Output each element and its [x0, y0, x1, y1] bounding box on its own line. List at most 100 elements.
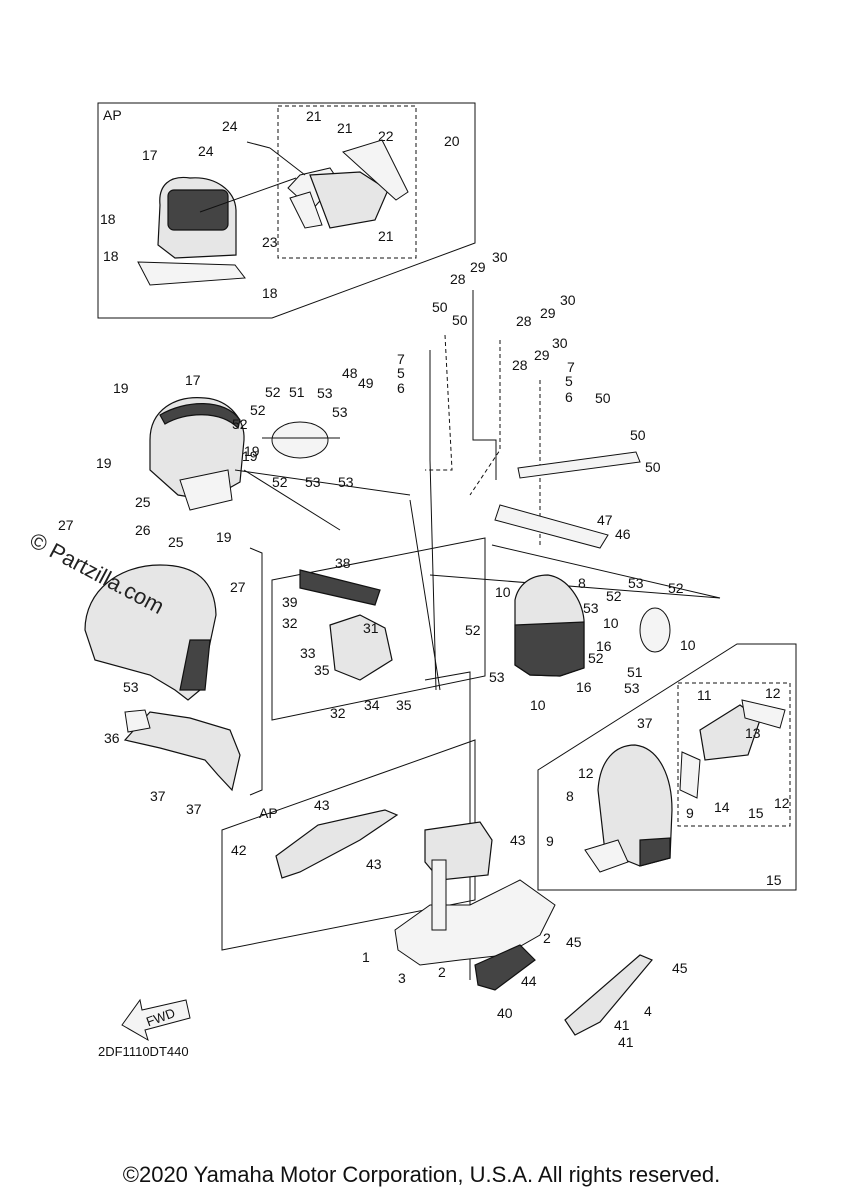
callout-52: 52	[272, 474, 288, 490]
callout-29: 29	[534, 347, 550, 363]
callout-15: 15	[748, 805, 764, 821]
upper-cowling-part	[149, 397, 245, 511]
callout-33: 33	[300, 645, 316, 661]
top-inset-frame: AP	[97, 102, 476, 319]
callout-49: 49	[358, 375, 374, 391]
callout-5: 5	[565, 373, 573, 389]
copyright-notice: ©2020 Yamaha Motor Corporation, U.S.A. A…	[122, 1162, 721, 1187]
callout-37: 37	[637, 715, 653, 731]
callout-9: 9	[686, 805, 694, 821]
lower-left-frame	[221, 739, 476, 951]
callout-53: 53	[332, 404, 348, 420]
callout-18: 18	[100, 211, 116, 227]
callout-13: 13	[745, 725, 761, 741]
callout-10: 10	[530, 697, 546, 713]
callout-35: 35	[396, 697, 412, 713]
callout-10: 10	[495, 584, 511, 600]
callout-43: 43	[366, 856, 382, 872]
drawing-code: 2DF1110DT440	[98, 1044, 189, 1059]
callout-50: 50	[645, 459, 661, 475]
lower-apron-part	[123, 709, 241, 792]
callout-45: 45	[672, 960, 688, 976]
callout-50: 50	[452, 312, 468, 328]
callout-36: 36	[104, 730, 120, 746]
callout-1: 1	[362, 949, 370, 965]
callout-16: 16	[576, 679, 592, 695]
callout-53: 53	[628, 575, 644, 591]
bottom-bracket-assembly	[394, 821, 653, 1036]
callout-19: 19	[242, 448, 258, 464]
callout-11: 11	[697, 687, 712, 703]
callout-41: 41	[618, 1034, 634, 1050]
callout-9: 9	[546, 833, 554, 849]
callout-45: 45	[566, 934, 582, 950]
callout-51: 51	[289, 384, 305, 400]
callout-29: 29	[540, 305, 556, 321]
right-inset-frame: 15	[537, 643, 797, 891]
callout-46: 46	[615, 526, 631, 542]
callout-43: 43	[510, 832, 526, 848]
callout-23: 23	[262, 234, 278, 250]
callout-26: 26	[135, 522, 151, 538]
callout-30: 30	[552, 335, 568, 351]
callout-31: 31	[363, 620, 379, 636]
callout-19: 19	[216, 529, 232, 545]
callout-4: 4	[644, 1003, 652, 1019]
callout-2: 2	[543, 930, 551, 946]
callout-16: 16	[596, 638, 612, 654]
callout-10: 10	[603, 615, 619, 631]
callout-12: 12	[765, 685, 781, 701]
center-bracket-frame	[271, 537, 486, 721]
callout-52: 52	[668, 580, 684, 596]
callout-34: 34	[364, 697, 380, 713]
inset-label-top: AP	[103, 107, 122, 123]
callout-20: 20	[444, 133, 460, 149]
callout-53: 53	[317, 385, 333, 401]
callout-28: 28	[512, 357, 528, 373]
callout-27: 27	[58, 517, 74, 533]
callout-14: 14	[714, 799, 730, 815]
center-leader-lines	[234, 290, 721, 980]
callout-50: 50	[630, 427, 646, 443]
callout-17: 17	[142, 147, 158, 163]
callout-50: 50	[595, 390, 611, 406]
callout-53: 53	[305, 474, 321, 490]
callout-3: 3	[398, 970, 406, 986]
callout-25: 25	[135, 494, 151, 510]
top-bracket-parts	[246, 139, 409, 229]
callout-52: 52	[465, 622, 481, 638]
callout-43: 43	[314, 797, 330, 813]
callout-25: 25	[168, 534, 184, 550]
callout-24: 24	[222, 118, 238, 134]
callout-42: 42	[231, 842, 247, 858]
callout-19: 19	[96, 455, 112, 471]
callout-12: 12	[774, 795, 790, 811]
callout-52: 52	[265, 384, 281, 400]
callout-12: 12	[578, 765, 594, 781]
callout-21: 21	[337, 120, 353, 136]
callout-18: 18	[262, 285, 278, 301]
upper-cowling-grommets	[243, 421, 341, 531]
callout-37: 37	[186, 801, 202, 817]
fwd-arrow-icon: FWD	[121, 998, 191, 1042]
callout-8: 8	[578, 575, 586, 591]
callout-2: 2	[438, 964, 446, 980]
callout-27: 27	[230, 579, 246, 595]
callout-39: 39	[282, 594, 298, 610]
callout-32: 32	[282, 615, 298, 631]
callout-21: 21	[378, 228, 394, 244]
callout-41: 41	[614, 1017, 630, 1033]
callout-30: 30	[560, 292, 576, 308]
callout-10: 10	[680, 637, 696, 653]
right-cowling-part	[514, 574, 671, 677]
callout-17: 17	[185, 372, 201, 388]
callout-52: 52	[232, 416, 248, 432]
callout-9: 9	[0, 0, 8, 3]
callout-52: 52	[606, 588, 622, 604]
callout-29: 29	[470, 259, 486, 275]
callout-52: 52	[250, 402, 266, 418]
callout-AP: AP	[259, 805, 278, 821]
callout-47: 47	[597, 512, 613, 528]
